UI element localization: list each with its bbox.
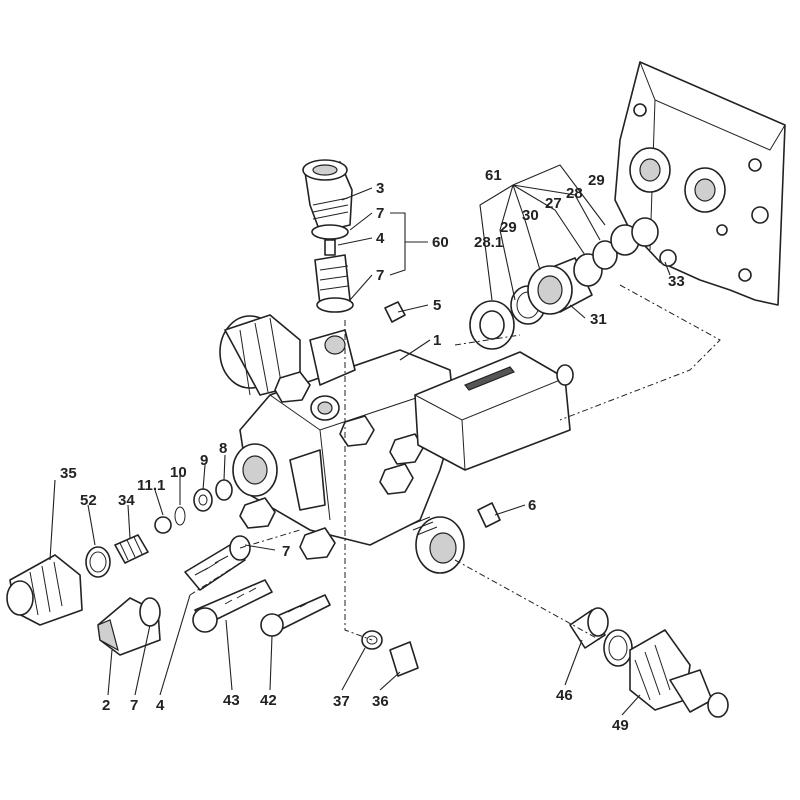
label-part-11-1: 11.1 [137,477,165,494]
motor-flange [614,61,786,306]
label-part-1: 1 [433,332,441,349]
label-part-8: 8 [219,440,227,457]
label-part-60: 60 [432,234,449,251]
label-part-42: 42 [260,692,277,709]
label-part-2: 2 [102,697,110,714]
label-part-9: 9 [200,452,208,469]
label-part-28-1: 28.1 [474,234,503,251]
label-part-4: 4 [376,230,385,247]
label-part-7: 7 [130,697,138,714]
label-part-5: 5 [433,297,441,314]
part-labels: 3 7 4 60 7 5 1 61 29 28 27 30 29 28.1 31… [60,167,685,734]
label-part-30: 30 [522,207,539,224]
label-part-4: 4 [156,697,165,714]
label-part-37: 37 [333,693,350,710]
assembly-lines [189,284,721,641]
label-part-61: 61 [485,167,502,184]
pump-head [219,314,465,574]
label-part-33: 33 [668,273,685,290]
label-part-34: 34 [118,492,135,509]
label-part-27: 27 [545,195,562,212]
label-part-10: 10 [170,464,187,481]
label-part-7: 7 [282,543,290,560]
label-part-52: 52 [80,492,97,509]
right-parts [361,502,729,718]
valves-and-screws [97,535,331,656]
label-part-28: 28 [566,185,583,202]
label-part-49: 49 [612,717,629,734]
label-part-7: 7 [376,267,384,284]
label-part-43: 43 [223,692,240,709]
label-part-35: 35 [60,465,77,482]
label-part-36: 36 [372,693,389,710]
label-part-6: 6 [528,497,536,514]
label-part-29: 29 [588,172,605,189]
label-part-46: 46 [556,687,573,704]
label-part-29: 29 [500,219,517,236]
label-part-31: 31 [590,311,607,328]
seal-package [469,217,677,350]
label-part-3: 3 [376,180,384,197]
flow-switch-box [414,351,574,471]
upper-valve-parts [302,159,406,323]
inlet-assembly [6,479,233,626]
leader-lines [49,164,671,716]
label-part-7: 7 [376,205,384,222]
